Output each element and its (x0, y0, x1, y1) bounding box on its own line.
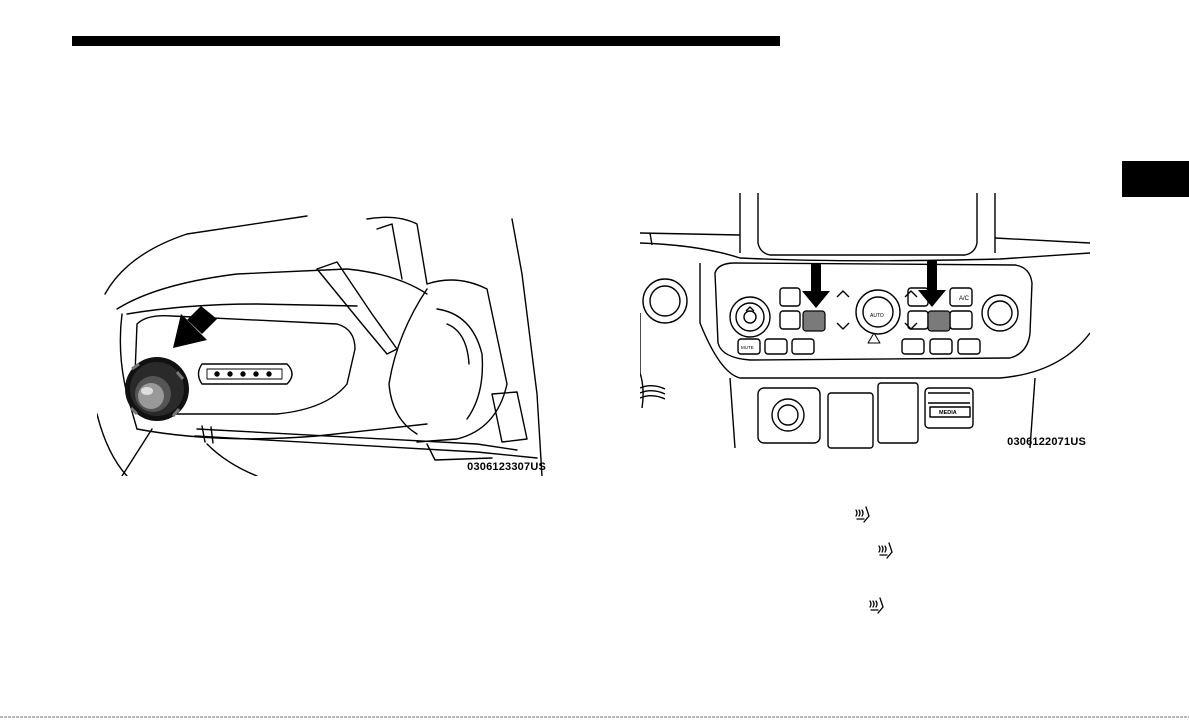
figure-code: 0306123307US (467, 461, 546, 473)
power-lumbar-figure: 0306123307US (97, 214, 550, 476)
dashboard-illustration: A/C AUTO MUTE MEDIA (640, 193, 1090, 453)
down-arrow-icon (802, 263, 830, 308)
lumbar-knob-icon (125, 357, 189, 421)
heated-seat-icon (853, 504, 873, 524)
footer-rule (0, 716, 1189, 718)
climate-controls-figure: A/C AUTO MUTE MEDIA 0306122071US (640, 193, 1090, 453)
down-arrow-icon (918, 260, 946, 307)
passenger-heated-seat-button (928, 311, 950, 331)
driver-heated-seat-button (803, 311, 825, 331)
heated-seat-icon (867, 595, 887, 615)
chapter-tab (1122, 161, 1189, 197)
down-arrow-icon (173, 306, 217, 348)
heated-seat-icon (876, 540, 896, 560)
seat-illustration (97, 214, 550, 476)
media-button-label: MEDIA (939, 410, 957, 416)
ac-button-label: A/C (959, 296, 970, 302)
mute-button-label: MUTE (741, 345, 754, 350)
header-rule (72, 36, 780, 46)
figure-code: 0306122071US (1007, 436, 1086, 448)
auto-button-label: AUTO (870, 313, 884, 319)
